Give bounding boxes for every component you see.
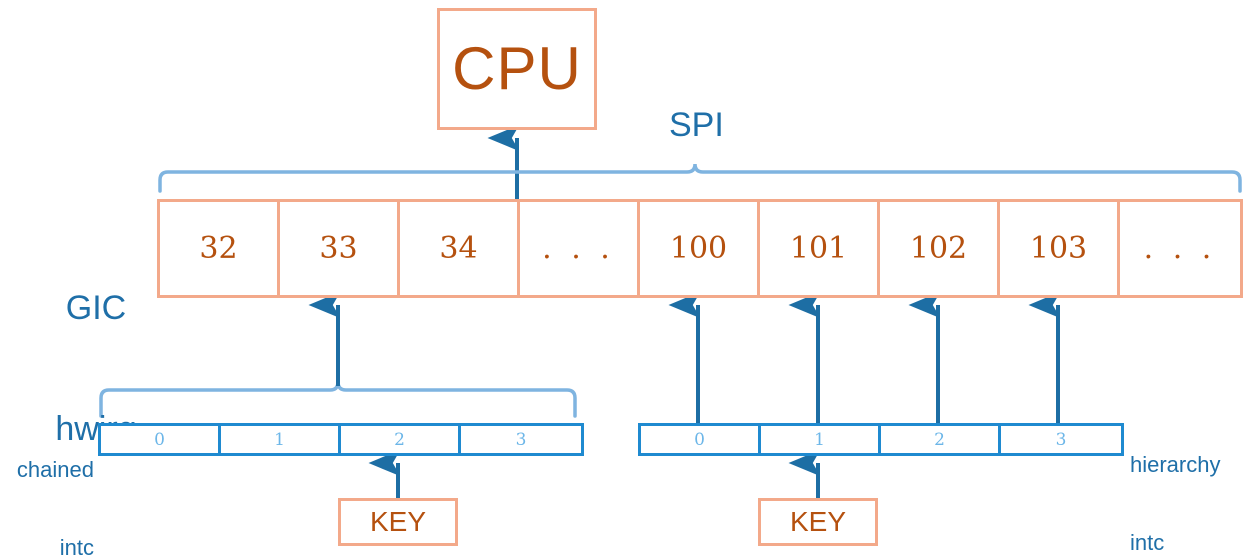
- gic-cell: . . .: [520, 202, 640, 295]
- chained-intc-cell: 1: [221, 426, 341, 453]
- spi-label: SPI: [669, 106, 724, 144]
- gic-cell: 34: [400, 202, 520, 295]
- chained-intc-label: chained intc: [4, 405, 94, 556]
- gic-cell: 33: [280, 202, 400, 295]
- gic-hwirq-row: 32 33 34 . . . 100 101 102 103 . . .: [157, 199, 1243, 298]
- chained-intc-brace: [99, 381, 577, 418]
- key-label: KEY: [789, 506, 847, 537]
- hierarchy-intc-label: hierarchy intc: [1130, 400, 1248, 556]
- gic-cell: 102: [880, 202, 1000, 295]
- gic-cell: 32: [160, 202, 280, 295]
- key-label: KEY: [369, 506, 427, 537]
- cpu-label: CPU: [452, 35, 582, 102]
- hierarchy-intc-row: 0 1 2 3: [638, 423, 1124, 456]
- chained-intc-row: 0 1 2 3: [98, 423, 584, 456]
- gic-cell: 100: [640, 202, 760, 295]
- chained-intc-label-line1: chained: [16, 456, 94, 482]
- hierarchy-intc-cell: 0: [641, 426, 761, 453]
- hierarchy-intc-label-line2: intc: [1130, 529, 1165, 555]
- chained-intc-cell: 3: [515, 429, 527, 450]
- gic-hwirq-label-line1: GIC: [65, 289, 127, 328]
- hierarchy-intc-cell: 3: [1055, 429, 1067, 450]
- gic-cell: 103: [1000, 202, 1120, 295]
- key-box-right: KEY: [758, 498, 878, 546]
- cpu-box: CPU: [437, 8, 597, 130]
- gic-cell: 101: [760, 202, 880, 295]
- hierarchy-intc-cell: 1: [761, 426, 881, 453]
- chained-intc-cell: 2: [341, 426, 461, 453]
- chained-intc-cell: 0: [101, 426, 221, 453]
- chained-intc-label-line2: intc: [59, 534, 94, 556]
- hierarchy-intc-label-line1: hierarchy: [1130, 451, 1221, 477]
- hierarchy-intc-cell: 2: [881, 426, 1001, 453]
- gic-cell: . . .: [1143, 231, 1217, 266]
- spi-brace: [158, 163, 1242, 193]
- key-box-left: KEY: [338, 498, 458, 546]
